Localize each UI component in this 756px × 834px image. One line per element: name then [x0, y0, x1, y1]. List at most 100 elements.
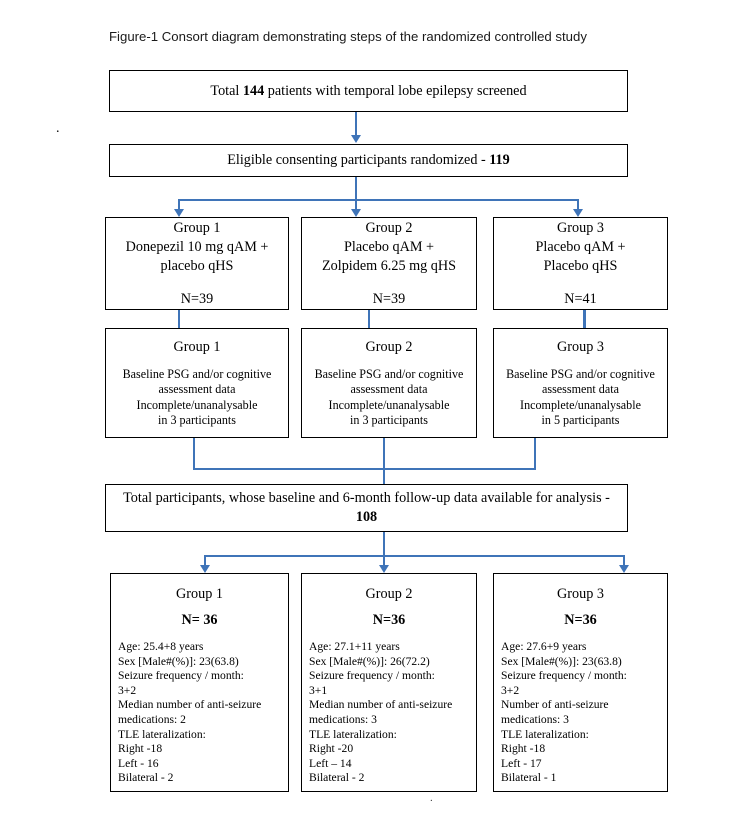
final-3-seizure-value: 3+2 [501, 683, 520, 697]
final-2-seizure-label: Seizure frequency / month: [309, 669, 435, 683]
box-randomized: Eligible consenting participants randomi… [109, 144, 628, 177]
exclusion-3-line3: Incomplete/unanalysable [520, 397, 641, 412]
splitter-stem-allocation [355, 177, 357, 200]
final-3-tle-label: TLE lateralization: [501, 727, 589, 741]
allocation-3-regimen-line2: Placebo qHS [543, 257, 618, 274]
splitter-stem-final [383, 532, 385, 556]
final-3-n-value: N=36 [564, 612, 597, 629]
exclusion-1-title: Group 1 [173, 338, 221, 355]
arrowhead-allocation-3 [573, 209, 583, 217]
final-1-seizure-value: 3+2 [118, 683, 137, 697]
box-exclusion-group-1: Group 1 Baseline PSG and/or cognitive as… [105, 328, 289, 438]
box-exclusion-group-3: Group 3 Baseline PSG and/or cognitive as… [493, 328, 668, 438]
exclusion-3-line1: Baseline PSG and/or cognitive [506, 366, 655, 381]
merger-riser-3 [534, 438, 536, 469]
final-3-bilateral: Bilateral - 1 [501, 771, 557, 785]
splitter-drop-final-1 [204, 555, 206, 566]
final-3-left: Left - 17 [501, 756, 542, 770]
arrowhead-final-1 [200, 565, 210, 573]
box-exclusion-group-2: Group 2 Baseline PSG and/or cognitive as… [301, 328, 477, 438]
final-1-n-value: N= 36 [181, 612, 218, 629]
final-3-sex: Sex [Male#(%)]: 23(63.8) [501, 654, 622, 668]
randomized-text: Eligible consenting participants randomi… [110, 151, 627, 170]
analysis-line1: Total participants, whose baseline and 6… [123, 490, 610, 506]
final-1-bilateral: Bilateral - 2 [118, 771, 174, 785]
final-1-age: Age: 25.4+8 years [118, 640, 204, 654]
allocation-3-title: Group 3 [557, 219, 604, 236]
final-1-n: N= 36 [111, 611, 288, 630]
connector-screened-to-randomized [355, 112, 357, 136]
final-2-right: Right -20 [309, 742, 354, 756]
allocation-2-title: Group 2 [365, 219, 413, 236]
stray-mark: . [430, 792, 433, 804]
final-1-meds-line2: medications: 2 [118, 713, 186, 726]
allocation-1-regimen-line2: placebo qHS [160, 257, 234, 274]
final-2-left: Left – 14 [309, 756, 352, 770]
connector-allocation-1-to-exclusion-1 [178, 310, 180, 328]
final-1-sex: Sex [Male#(%)]: 23(63.8) [118, 654, 239, 668]
analysis-count-value: 108 [355, 509, 378, 525]
final-1-right: Right -18 [118, 742, 163, 756]
splitter-drop-allocation-1 [178, 199, 180, 210]
final-2-n-value: N=36 [372, 612, 406, 629]
exclusion-1-line2: assessment data [158, 382, 236, 397]
final-2-age: Age: 27.1+11 years [309, 640, 400, 654]
merger-bar [193, 468, 536, 470]
arrowhead-allocation-2 [351, 209, 361, 217]
splitter-drop-allocation-2 [355, 199, 357, 210]
merger-stem-to-analysis [383, 468, 385, 485]
final-3-age: Age: 27.6+9 years [501, 640, 587, 654]
box-screened: Total 144 patients with temporal lobe ep… [109, 70, 628, 112]
margin-dot: . [56, 121, 60, 136]
merger-riser-1 [193, 438, 195, 469]
final-3-meds-line1: Number of anti-seizure [501, 698, 609, 712]
final-2-meds-line2: medications: 3 [309, 713, 377, 726]
exclusion-3-title: Group 3 [557, 338, 604, 355]
splitter-drop-final-2 [383, 555, 385, 566]
final-3-meds-line2: medications: 3 [501, 713, 569, 726]
splitter-bar-final [204, 555, 624, 557]
final-3-right: Right -18 [501, 742, 546, 756]
figure-caption: Figure-1 Consort diagram demonstrating s… [109, 29, 587, 44]
exclusion-3-line4: in 5 participants [541, 412, 620, 427]
final-3-seizure-label: Seizure frequency / month: [501, 669, 627, 683]
final-3-n: N=36 [494, 611, 667, 630]
final-1-seizure-label: Seizure frequency / month: [118, 669, 244, 683]
box-allocation-group-2: Group 2 Placebo qAM + Zolpidem 6.25 mg q… [301, 217, 477, 310]
exclusion-1-line1: Baseline PSG and/or cognitive [122, 366, 272, 381]
screened-post: patients with temporal lobe epilepsy scr… [264, 82, 527, 99]
box-final-group-3: Group 3 N=36 Age: 27.6+9 years Sex [Male… [493, 573, 668, 792]
exclusion-2-line2: assessment data [350, 382, 428, 397]
arrowhead-final-3 [619, 565, 629, 573]
allocation-1-title: Group 1 [173, 219, 221, 236]
final-2-tle-label: TLE lateralization: [309, 727, 397, 741]
allocation-2-regimen-line2: Zolpidem 6.25 mg qHS [322, 257, 456, 274]
allocation-2-n: N=39 [372, 290, 406, 307]
final-1-title: Group 1 [176, 586, 223, 603]
box-allocation-group-1: Group 1 Donepezil 10 mg qAM + placebo qH… [105, 217, 289, 310]
final-2-n: N=36 [302, 611, 476, 630]
exclusion-1-line4: in 3 participants [158, 412, 236, 427]
box-final-group-1: Group 1 N= 36 Age: 25.4+8 years Sex [Mal… [110, 573, 289, 792]
screened-pre: Total [210, 82, 243, 99]
exclusion-2-line3: Incomplete/unanalysable [328, 397, 450, 412]
randomized-count: 119 [489, 152, 510, 168]
final-1-left: Left - 16 [118, 756, 159, 770]
splitter-bar-allocation [178, 199, 578, 201]
screened-count: 144 [242, 82, 265, 99]
final-2-bilateral: Bilateral - 2 [309, 771, 365, 785]
allocation-3-n: N=41 [564, 290, 597, 307]
final-2-meds-line1: Median number of anti-seizure [309, 698, 453, 712]
exclusion-1-line3: Incomplete/unanalysable [136, 397, 258, 412]
allocation-1-regimen-line1: Donepezil 10 mg qAM + [125, 238, 269, 255]
box-final-group-2: Group 2 N=36 Age: 27.1+11 years Sex [Mal… [301, 573, 477, 792]
final-1-meds-line1: Median number of anti-seizure [118, 698, 262, 712]
arrowhead-final-2 [379, 565, 389, 573]
connector-allocation-3-to-exclusion-3 [583, 310, 586, 328]
allocation-2-regimen-line1: Placebo qAM + [344, 238, 434, 255]
analysis-count: 108 [106, 508, 627, 527]
box-analysis-total: Total participants, whose baseline and 6… [105, 484, 628, 532]
exclusion-3-line2: assessment data [542, 382, 619, 397]
arrowhead-randomized [351, 135, 361, 143]
